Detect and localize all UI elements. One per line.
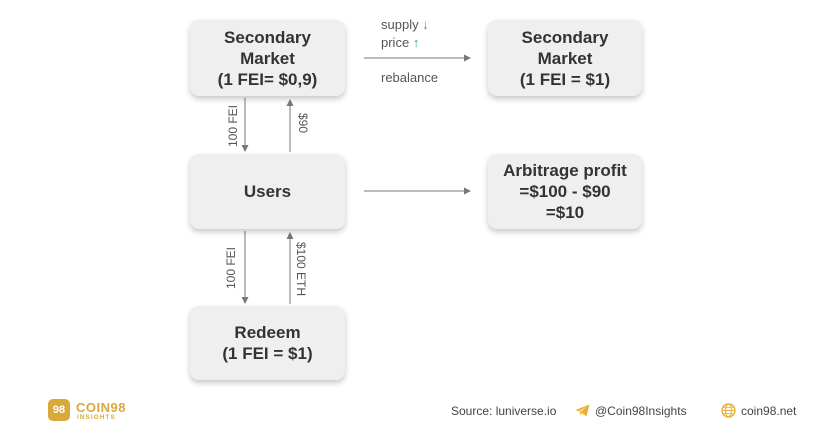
logo-name: COIN98 bbox=[76, 400, 126, 415]
telegram-icon bbox=[575, 404, 590, 417]
box-line: Users bbox=[243, 182, 292, 201]
up-arrow-icon: ↑ bbox=[412, 35, 420, 50]
box-line: =$100 - $90 bbox=[519, 182, 611, 201]
redeem-box: Redeem (1 FEI = $1) bbox=[190, 306, 345, 380]
rebalance-label: rebalance bbox=[381, 70, 439, 85]
down-arrow-icon: ↓ bbox=[422, 17, 429, 32]
arbitrage-profit-box: Arbitrage profit =$100 - $90 =$10 bbox=[488, 154, 642, 229]
sec-to-users-label: 100 FEI bbox=[226, 104, 240, 148]
source-text: Source: luniverse.io bbox=[451, 404, 557, 418]
supply-text: supply bbox=[381, 17, 419, 32]
secondary-market-box-right: Secondary Market (1 FEI = $1) bbox=[488, 20, 642, 96]
users-to-sec-label: $90 bbox=[296, 112, 310, 134]
redeem-to-users-label: $100 ETH bbox=[294, 241, 308, 297]
box-line: (1 FEI= $0,9) bbox=[217, 69, 318, 89]
users-to-redeem-label: 100 FEI bbox=[224, 246, 238, 290]
box-line: =$10 bbox=[545, 203, 585, 222]
users-box: Users bbox=[190, 154, 345, 229]
box-line: Market bbox=[537, 48, 593, 68]
box-line: (1 FEI = $1) bbox=[222, 344, 313, 363]
box-line: Redeem bbox=[234, 323, 301, 342]
secondary-market-box-left: Secondary Market (1 FEI= $0,9) bbox=[190, 20, 345, 96]
website-link[interactable]: coin98.net bbox=[741, 404, 797, 418]
box-line: Secondary bbox=[521, 27, 609, 47]
box-line: (1 FEI = $1) bbox=[519, 69, 611, 89]
price-text: price bbox=[381, 35, 410, 50]
box-line: Secondary bbox=[224, 27, 311, 47]
supply-label: supply ↓ bbox=[381, 17, 429, 32]
telegram-handle[interactable]: @Coin98Insights bbox=[595, 404, 687, 418]
box-line: Market bbox=[240, 48, 295, 68]
logo-subtitle: INSIGHTS bbox=[77, 414, 116, 421]
price-label: price ↑ bbox=[381, 35, 419, 50]
globe-icon bbox=[721, 403, 736, 418]
coin98-logo-icon: 98 bbox=[48, 399, 70, 421]
box-line: Arbitrage profit bbox=[503, 161, 627, 180]
